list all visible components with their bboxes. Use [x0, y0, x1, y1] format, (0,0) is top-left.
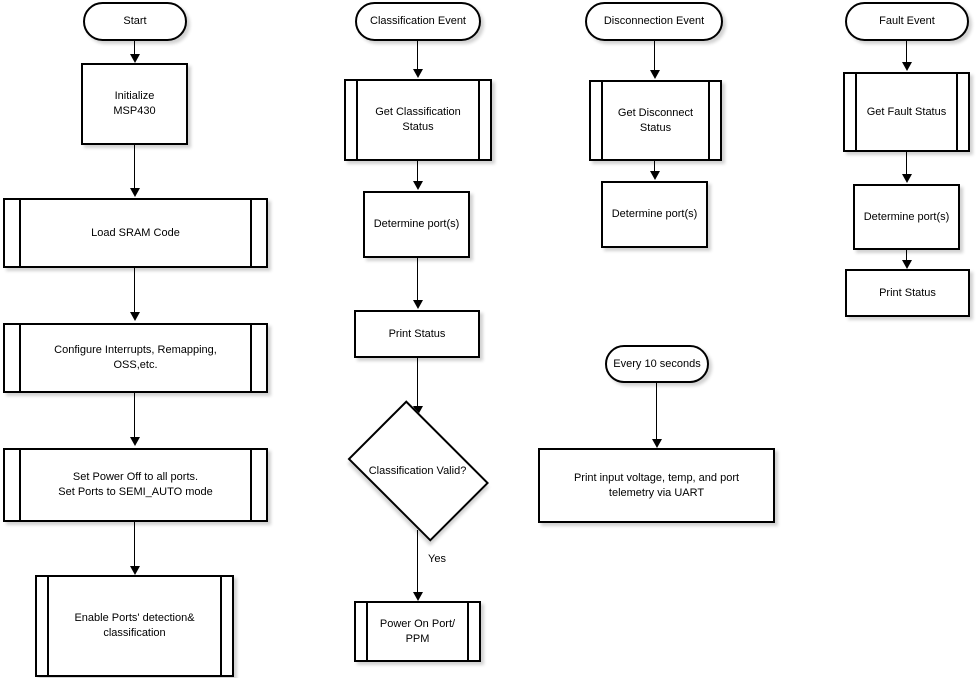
node-print-telemetry-label: Print input voltage, temp, and port tele… — [573, 471, 740, 499]
node-enable-ports-detection-label: Enable Ports' detection& classification — [74, 612, 195, 639]
node-initialize-msp430[interactable]: Initialize MSP430 — [81, 63, 188, 145]
arrowhead-start-to-initialize — [130, 54, 140, 63]
arrowhead-classification-event-to-get-status — [413, 69, 423, 78]
node-set-power-off[interactable]: Set Power Off to all ports. Set Ports to… — [3, 448, 268, 522]
connector-load-sram-to-configure — [134, 268, 135, 314]
node-determine-ports-classification-label: Determine port(s) — [373, 218, 460, 231]
connector-get-fault-status-to-determine-ports — [906, 152, 907, 176]
node-determine-ports-disconnect[interactable]: Determine port(s) — [601, 181, 708, 248]
arrowhead-every-10-seconds-to-print-telemetry — [652, 439, 662, 448]
arrowhead-get-disconnect-to-determine-ports — [650, 171, 660, 180]
arrowhead-configure-to-set-power-off — [130, 437, 140, 446]
connector-get-classification-to-determine-ports — [417, 161, 418, 183]
node-get-fault-status-label: Get Fault Status — [866, 105, 947, 118]
node-load-sram-code[interactable]: Load SRAM Code — [3, 198, 268, 268]
arrowhead-set-power-off-to-enable-ports — [130, 566, 140, 575]
node-configure-interrupts[interactable]: Configure Interrupts, Remapping, OSS,etc… — [3, 323, 268, 393]
arrowhead-decision-yes-to-power-on — [413, 592, 423, 601]
node-get-classification-status[interactable]: Get Classification Status — [344, 79, 492, 161]
connector-disconnection-event-to-get-status — [654, 41, 655, 72]
arrowhead-get-fault-status-to-determine-ports — [902, 174, 912, 183]
node-print-status-fault-label: Print Status — [879, 286, 936, 299]
node-print-telemetry[interactable]: Print input voltage, temp, and port tele… — [538, 448, 775, 523]
arrowhead-determine-ports-to-print-status — [413, 300, 423, 309]
connector-configure-to-set-power-off — [134, 393, 135, 439]
arrowhead-load-sram-to-configure — [130, 312, 140, 321]
arrowhead-initialize-to-load-sram — [130, 188, 140, 197]
connector-initialize-to-load-sram — [134, 145, 135, 190]
node-determine-ports-disconnect-label: Determine port(s) — [611, 208, 698, 221]
node-classification-valid-label: Classification Valid? — [368, 464, 467, 477]
connector-classification-event-to-get-status — [417, 41, 418, 71]
edge-label-yes: Yes — [428, 553, 446, 565]
connector-set-power-off-to-enable-ports — [134, 522, 135, 568]
connector-start-to-initialize — [134, 41, 135, 57]
arrowhead-print-status-to-decision — [413, 406, 423, 415]
connector-determine-ports-fault-to-print-status — [906, 250, 907, 262]
node-print-status-classification[interactable]: Print Status — [354, 310, 480, 358]
node-set-power-off-label: Set Power Off to all ports. Set Ports to… — [58, 471, 213, 498]
connector-every-10-seconds-to-print-telemetry — [656, 383, 657, 441]
node-load-sram-code-label: Load SRAM Code — [91, 226, 180, 239]
node-fault-event[interactable]: Fault Event — [845, 2, 969, 41]
node-enable-ports-detection[interactable]: Enable Ports' detection& classification — [35, 575, 234, 677]
connector-decision-yes-to-power-on — [417, 530, 418, 595]
node-determine-ports-fault-label: Determine port(s) — [863, 210, 950, 223]
node-start[interactable]: Start — [83, 2, 187, 41]
arrowhead-get-classification-to-determine-ports — [413, 181, 423, 190]
node-every-10-seconds[interactable]: Every 10 seconds — [605, 345, 709, 383]
node-print-status-fault[interactable]: Print Status — [845, 269, 970, 317]
node-power-on-port-label: Power On Port/ PPM — [379, 617, 456, 645]
node-get-classification-status-label: Get Classification Status — [375, 106, 461, 133]
node-classification-valid[interactable]: Classification Valid? — [335, 400, 500, 542]
connector-fault-event-to-get-fault-status — [906, 41, 907, 64]
node-power-on-port[interactable]: Power On Port/ PPM — [354, 601, 481, 662]
node-initialize-msp430-label: Initialize MSP430 — [113, 90, 156, 117]
node-get-fault-status[interactable]: Get Fault Status — [843, 72, 970, 152]
arrowhead-disconnection-event-to-get-status — [650, 70, 660, 79]
connector-print-status-to-decision — [417, 358, 418, 410]
node-get-disconnect-status-label: Get Disconnect Status — [617, 106, 694, 134]
node-every-10-seconds-label: Every 10 seconds — [613, 357, 701, 370]
connector-determine-ports-to-print-status — [417, 258, 418, 303]
node-print-status-classification-label: Print Status — [388, 327, 446, 340]
node-determine-ports-classification[interactable]: Determine port(s) — [363, 191, 470, 258]
node-configure-interrupts-label: Configure Interrupts, Remapping, OSS,etc… — [54, 344, 217, 371]
node-determine-ports-fault[interactable]: Determine port(s) — [853, 184, 960, 250]
node-get-disconnect-status[interactable]: Get Disconnect Status — [589, 80, 722, 161]
node-disconnection-event[interactable]: Disconnection Event — [585, 2, 723, 41]
connector-get-disconnect-to-determine-ports — [654, 161, 655, 173]
node-fault-event-label: Fault Event — [879, 15, 935, 28]
node-classification-event[interactable]: Classification Event — [355, 2, 481, 41]
arrowhead-fault-event-to-get-fault-status — [902, 62, 912, 71]
arrowhead-determine-ports-fault-to-print-status — [902, 260, 912, 269]
node-classification-event-label: Classification Event — [370, 15, 466, 28]
node-disconnection-event-label: Disconnection Event — [603, 15, 705, 28]
node-start-label: Start — [123, 15, 147, 28]
